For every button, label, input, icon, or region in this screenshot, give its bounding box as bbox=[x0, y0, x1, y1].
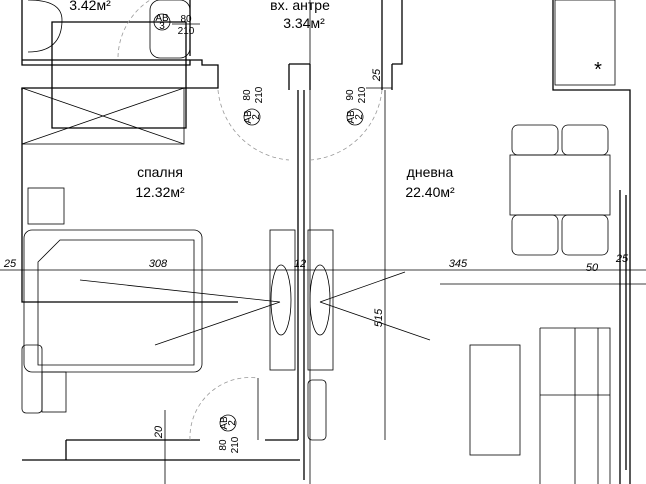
entrance-name: вх. антре bbox=[270, 0, 330, 13]
asterisk-icon: * bbox=[594, 59, 602, 81]
dim-bedroom-width: 308 bbox=[149, 258, 168, 270]
bathroom-area: 3.42м² bbox=[69, 0, 111, 13]
living-area: 22.40м² bbox=[405, 184, 455, 200]
dimensions: 25 308 12 345 50 25 515 25 20 bbox=[0, 68, 646, 484]
bed bbox=[23, 229, 203, 373]
sofa bbox=[539, 327, 611, 484]
dim-living-depth: 515 bbox=[373, 308, 385, 327]
svg-text:90: 90 bbox=[345, 89, 356, 101]
dining-table bbox=[509, 154, 611, 216]
dim-living-width: 345 bbox=[449, 258, 468, 270]
svg-text:2: 2 bbox=[354, 114, 365, 120]
svg-text:210: 210 bbox=[230, 436, 241, 453]
bedroom-area: 12.32м² bbox=[135, 184, 185, 200]
svg-text:80: 80 bbox=[242, 89, 253, 101]
living: * bbox=[307, 0, 616, 484]
dim-entrance-jamb: 25 bbox=[371, 68, 383, 82]
svg-text:АВ: АВ bbox=[219, 416, 230, 430]
bedroom-name: спалня bbox=[137, 164, 183, 180]
bedroom bbox=[21, 87, 431, 441]
svg-text:3: 3 bbox=[159, 21, 165, 32]
svg-text:АВ: АВ bbox=[243, 110, 254, 124]
dim-right-offset: 50 bbox=[586, 262, 599, 274]
kitchen bbox=[554, 0, 616, 86]
dim-partition: 12 bbox=[294, 258, 306, 270]
sliding-panel bbox=[269, 229, 296, 371]
svg-text:210: 210 bbox=[357, 86, 368, 103]
door-tag: 80 210 АВ 2 bbox=[218, 414, 241, 453]
svg-text:80: 80 bbox=[180, 14, 192, 25]
svg-text:2: 2 bbox=[251, 114, 262, 120]
dim-bottom-wall: 20 bbox=[153, 425, 165, 439]
sink-icon bbox=[27, 0, 63, 53]
door-tag: 80 210 АВ 2 bbox=[242, 86, 265, 126]
svg-text:2: 2 bbox=[227, 420, 238, 426]
radiator bbox=[307, 379, 327, 441]
svg-text:80: 80 bbox=[218, 439, 229, 451]
wardrobe bbox=[21, 87, 185, 145]
door-tag: 90 210 АВ 2 bbox=[345, 86, 368, 126]
dim-left-wall: 25 bbox=[3, 258, 17, 270]
bathroom: 3.42м² bbox=[27, 0, 191, 59]
dim-right-wall: 25 bbox=[615, 253, 629, 265]
sliding-panel bbox=[307, 229, 334, 371]
living-name: дневна bbox=[407, 164, 454, 180]
radiator bbox=[21, 344, 43, 414]
walls bbox=[21, 0, 631, 484]
toilet-icon bbox=[149, 0, 191, 59]
svg-text:210: 210 bbox=[178, 26, 195, 37]
svg-text:АВ: АВ bbox=[346, 110, 357, 124]
nightstand bbox=[27, 187, 65, 225]
svg-text:АВ: АВ bbox=[155, 13, 169, 24]
entrance-area: 3.34м² bbox=[283, 15, 325, 31]
svg-text:210: 210 bbox=[254, 86, 265, 103]
coffee-table bbox=[469, 344, 521, 456]
door-tag: АВ 3 80 210 bbox=[153, 13, 200, 37]
